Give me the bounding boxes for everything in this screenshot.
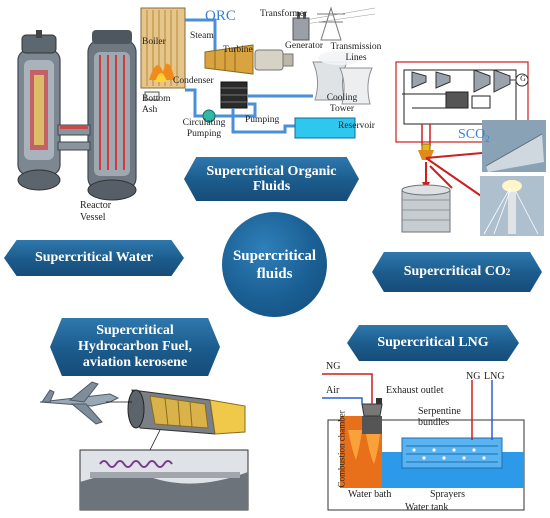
- sco2-generator-symbol: G: [520, 74, 526, 83]
- lng-sprayers-label: Sprayers: [430, 489, 465, 500]
- sco2-subscript: 2: [485, 133, 490, 144]
- orc-cooling-tower-label: Cooling Tower: [326, 93, 358, 115]
- orc-transmission-label: Transmission Lines: [330, 42, 382, 64]
- orc-pumping-label: Pumping: [245, 115, 280, 125]
- hex-supercritical-lng: Supercritical LNG: [347, 325, 519, 361]
- lng-air-label: Air: [326, 385, 340, 396]
- aviation-engine-illustration: [40, 381, 249, 511]
- lng-ng-left-label: NG: [326, 361, 341, 372]
- reactor-vessel-label: Reactor Vessel: [80, 200, 112, 223]
- orc-circulating-pumping-label: Circulating Pumping: [182, 118, 226, 140]
- center-supercritical-fluids: Supercritical fluids: [222, 212, 327, 317]
- hex-supercritical-hydrocarbon-fuel: Supercritical Hydrocarbon Fuel, aviation…: [50, 318, 220, 376]
- orc-transformer-label: Transformer: [260, 9, 308, 19]
- sco2-cycle-diagram: [395, 61, 546, 236]
- orc-bottom-ash-label: Bottom Ash: [142, 94, 171, 116]
- hex-co2-text: Supercritical CO: [403, 264, 506, 279]
- orc-boiler-label: Boiler: [142, 37, 166, 47]
- reactor-vessel-illustration: [17, 30, 137, 201]
- lng-water-tank-label: Water tank: [405, 502, 449, 513]
- orc-reservoir-label: Reservoir: [338, 121, 375, 131]
- orc-generator-label: Generator: [285, 41, 323, 51]
- lng-water-bath-label: Water bath: [348, 489, 392, 500]
- orc-steam-label: Steam: [190, 31, 214, 41]
- sco2-text: SCO: [458, 127, 486, 142]
- hex-supercritical-water: Supercritical Water: [4, 240, 184, 276]
- lng-exhaust-label: Exhaust outlet: [386, 385, 444, 396]
- orc-condenser-label: Condenser: [173, 76, 214, 86]
- hex-co2-subscript: 2: [505, 267, 511, 277]
- orc-turbine-label: Turbine: [223, 45, 253, 55]
- lng-combustion-label: Combustion chamber: [336, 410, 347, 488]
- lng-ng-right-label: NG: [466, 371, 481, 382]
- hex-supercritical-organic-fluids: Supercritical Organic Fluids: [184, 157, 359, 201]
- lng-vaporizer-diagram: [322, 373, 525, 511]
- lng-lng-label: LNG: [484, 371, 505, 382]
- orc-plant-diagram: [140, 6, 376, 139]
- sco2-diagram-label: SCO2: [458, 127, 490, 144]
- orc-title: ORC: [205, 8, 236, 24]
- lng-serpentine-label: Serpentine bundles: [418, 406, 461, 428]
